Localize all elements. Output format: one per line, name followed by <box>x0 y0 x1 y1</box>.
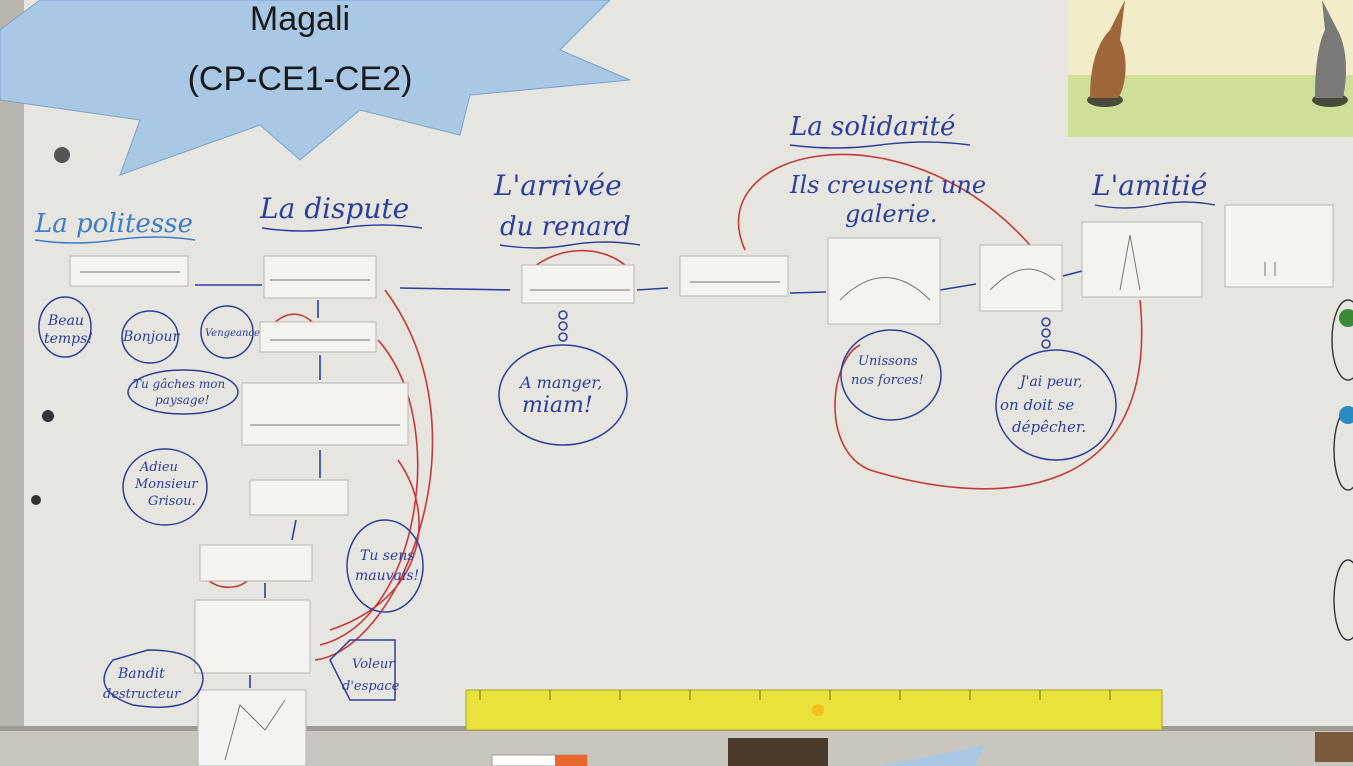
bubble-adieu-3: Grisou. <box>148 494 196 509</box>
sketch-marks <box>80 234 1276 761</box>
bubble-vengeance: Vengeance <box>205 328 260 339</box>
poster-badge <box>1339 406 1353 424</box>
bubble-bandit-2: destructeur <box>103 687 181 702</box>
callout-bottom <box>880 745 985 766</box>
book-illustration <box>1068 0 1353 137</box>
bubble-tu-sens-2: mauvais! <box>355 568 419 584</box>
bubble-beau-temps-2: temps! <box>44 331 93 347</box>
bubble-gaches-1: Tu gâches mon <box>133 377 225 391</box>
poster-badge <box>1339 309 1353 327</box>
title-arrivee-1: L'arrivée <box>493 169 622 202</box>
bubble-bandit-1: Bandit <box>117 666 165 682</box>
bubble-jai-peur-2: on doit se <box>1000 396 1074 414</box>
eraser <box>1315 732 1353 762</box>
board-frame-left <box>0 0 24 766</box>
name-callout: Magali (CP-CE1-CE2) <box>0 0 631 176</box>
title-dispute: La dispute <box>259 192 409 225</box>
magnet <box>42 410 54 422</box>
bubble-unissons-1: Unissons <box>858 354 918 369</box>
bubble-unissons-2: nos forces! <box>851 373 924 388</box>
bubble-voleur-2: d'espace <box>342 679 400 694</box>
callout-name: Magali <box>250 0 350 38</box>
bubble-voleur-1: Voleur <box>352 657 395 672</box>
title-arrivee-2: du renard <box>500 212 631 242</box>
bubble-jai-peur-3: dépêcher. <box>1012 418 1086 436</box>
story-pictures <box>69 204 1334 766</box>
bubble-gaches-2: paysage! <box>155 393 210 407</box>
yellow-ruler <box>465 689 1163 731</box>
speech-bubbles <box>38 296 1117 708</box>
callout-classes: (CP-CE1-CE2) <box>188 60 413 98</box>
marker-cap <box>555 755 587 766</box>
red-arrows <box>207 153 1143 661</box>
bubble-tu-sens-1: Tu sens <box>360 548 414 564</box>
bubble-bonjour: Bonjour <box>122 329 181 345</box>
title-underlines <box>34 141 1216 249</box>
magnet <box>31 495 41 505</box>
title-creusent-2: galerie. <box>845 200 938 228</box>
title-solidarite: La solidarité <box>789 112 955 142</box>
title-creusent-1: Ils creusent une <box>789 171 986 199</box>
bubble-manger-2: miam! <box>522 393 593 418</box>
bubble-jai-peur-1: J'ai peur, <box>1017 374 1083 390</box>
eraser <box>728 738 828 766</box>
blue-arrows <box>195 270 1083 688</box>
magnet <box>54 147 70 163</box>
bubble-texts: Beau temps! Bonjour Vengeance Tu gâches … <box>44 313 1086 702</box>
bubble-adieu-2: Monsieur <box>134 477 198 492</box>
bubble-manger-1: A manger, <box>518 373 602 392</box>
bubble-adieu-1: Adieu <box>139 460 178 475</box>
title-politesse: La politesse <box>34 209 193 239</box>
title-amitie: L'amitié <box>1091 169 1207 202</box>
bubble-beau-temps-1: Beau <box>47 313 84 329</box>
